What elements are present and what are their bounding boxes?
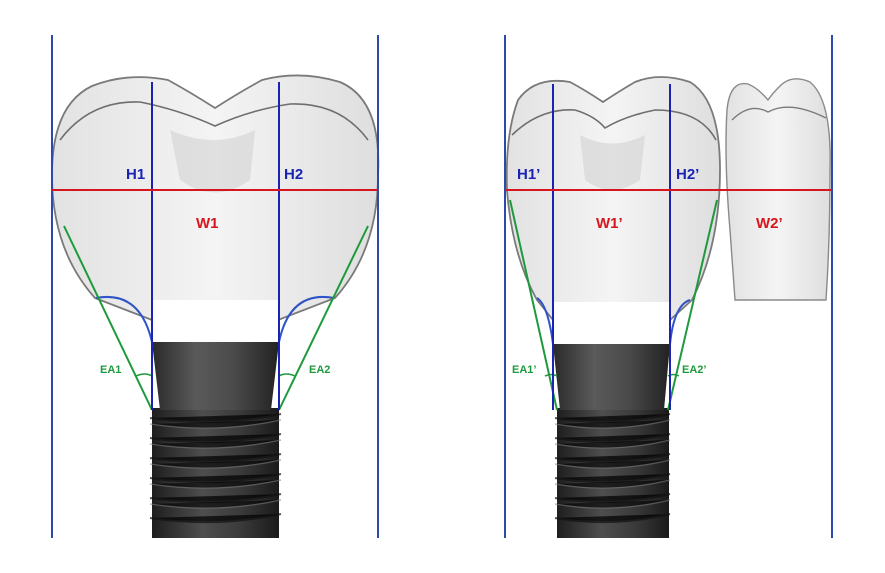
right-implant-body — [554, 408, 671, 538]
left-emergence-line-2 — [278, 225, 369, 411]
label-ea2-prime: EA2’ — [682, 364, 706, 376]
label-h1-prime: H1’ — [517, 166, 540, 183]
right-angle-arc-2 — [667, 373, 680, 377]
label-h2-prime: H2’ — [676, 166, 699, 183]
right-crown-shading — [580, 135, 645, 190]
left-crown-shading — [170, 130, 255, 193]
label-w1-prime: W1’ — [596, 215, 623, 232]
label-w2-prime: W2’ — [756, 215, 783, 232]
right-panel: H1’ H2’ W1’ W2’ EA1’ EA2’ — [504, 35, 833, 538]
left-curve-2 — [278, 296, 335, 343]
right-angle-arc-1 — [544, 373, 558, 377]
label-w1: W1 — [196, 215, 219, 232]
left-crown — [51, 74, 380, 321]
left-abutment — [152, 342, 279, 410]
label-ea1-prime: EA1’ — [512, 364, 536, 376]
left-implant-body — [149, 408, 282, 538]
left-crown-cusp-line — [59, 101, 369, 141]
right-crown — [505, 76, 721, 321]
right-crown-cervical — [553, 302, 670, 344]
left-crown-cervical — [152, 300, 279, 342]
right-abutment — [553, 344, 670, 410]
adjacent-tooth-cusp-line — [731, 106, 827, 121]
left-curve-1 — [95, 296, 153, 343]
left-emergence-line-1 — [63, 225, 153, 411]
label-h1: H1 — [126, 166, 145, 183]
label-h2: H2 — [284, 166, 303, 183]
left-angle-arc-2 — [278, 373, 296, 377]
left-panel: H1 H2 W1 EA1 EA2 — [51, 35, 380, 538]
label-ea2: EA2 — [309, 364, 330, 376]
left-angle-arc-1 — [135, 373, 153, 377]
label-ea1: EA1 — [100, 364, 121, 376]
